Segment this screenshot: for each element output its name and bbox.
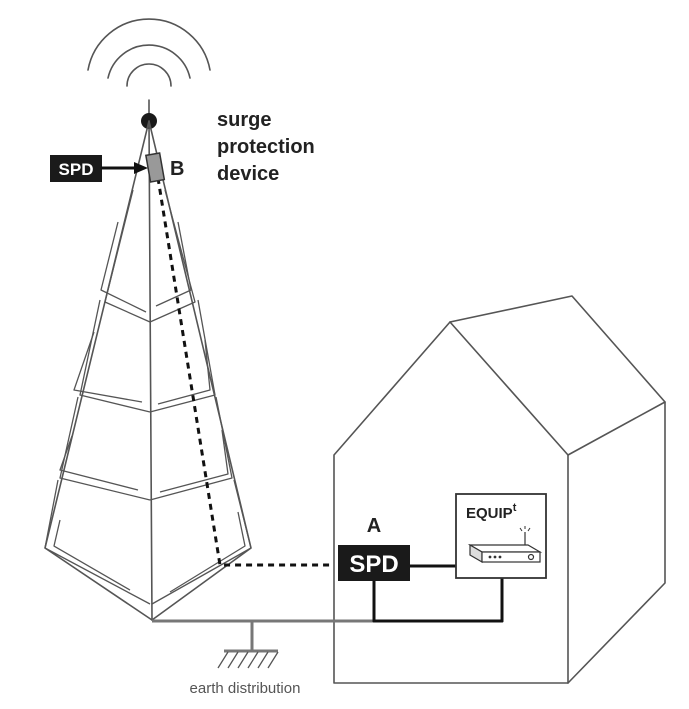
caption-line-2: protection — [217, 136, 315, 158]
spd-label-box — [50, 155, 102, 182]
marker-b: B — [170, 158, 184, 180]
house — [333, 295, 666, 684]
radio-waves-icon — [87, 18, 211, 117]
router-icon — [467, 526, 543, 564]
arrow-right-icon — [134, 162, 148, 174]
caption-line-3: device — [217, 163, 279, 185]
house-wiring — [372, 564, 504, 623]
coax-cable — [156, 177, 334, 567]
caption-line-1: surge — [217, 109, 271, 131]
earth-bonding — [152, 619, 502, 669]
spd-house-label: SPD — [349, 551, 398, 578]
earth-distribution-label: earth distribution — [190, 680, 301, 697]
surge-protection-caption: surge protection device — [217, 109, 315, 185]
house-spd: A SPD — [338, 515, 410, 581]
equip-label: EQUIPt — [466, 502, 517, 522]
equipment-box: EQUIPt — [455, 493, 547, 579]
marker-a: A — [367, 515, 381, 537]
tower — [44, 120, 252, 621]
ground-symbol-icon — [217, 651, 279, 669]
spd-tower-label: SPD — [59, 160, 94, 179]
spd-unit-b — [144, 152, 166, 183]
spd-house-box — [338, 545, 410, 581]
tower-spd: SPD B — [50, 152, 184, 183]
